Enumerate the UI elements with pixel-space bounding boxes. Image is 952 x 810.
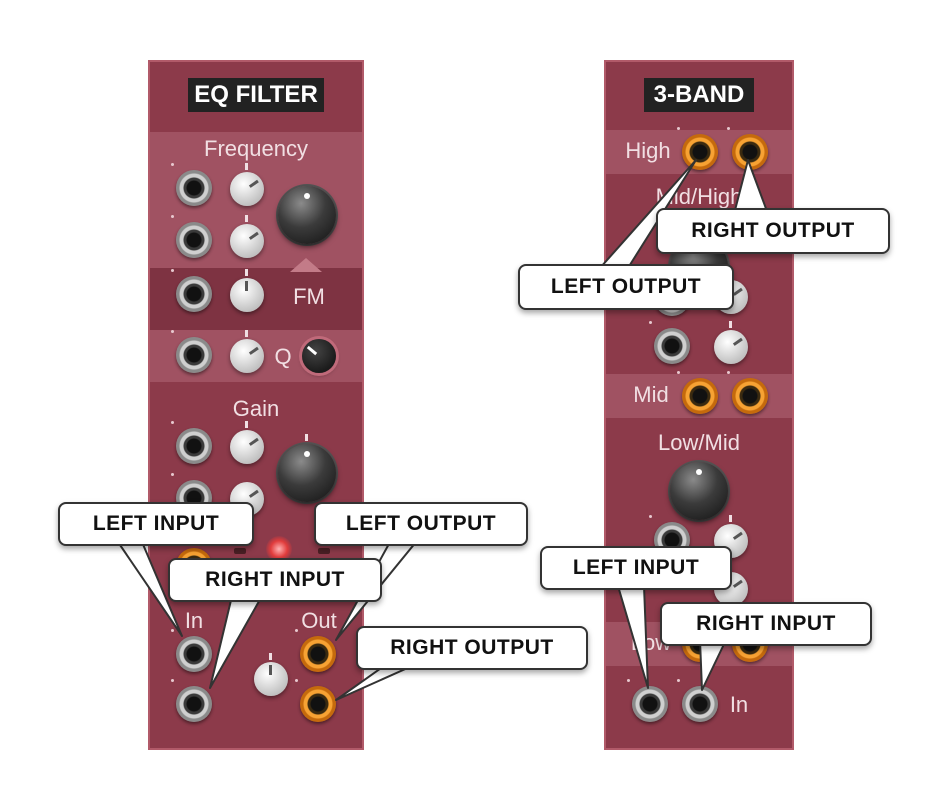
pointer-right-input-3band: [699, 639, 727, 691]
frequency-attenuator-knob-2[interactable]: [230, 224, 264, 258]
input-level-knob[interactable]: [254, 662, 288, 696]
callout-right-output-3band: RIGHT OUTPUT: [656, 208, 890, 254]
mid-left-output-jack[interactable]: [677, 371, 718, 414]
three-band-right-input-jack[interactable]: [677, 679, 718, 722]
fm-indicator-triangle: [290, 258, 322, 272]
knob-tick: [245, 330, 248, 337]
in-label: In: [184, 608, 204, 633]
low-mid-knob[interactable]: [670, 462, 728, 520]
io-section: [150, 602, 362, 642]
knob-tick: [729, 321, 732, 328]
left-output-jack[interactable]: [295, 629, 336, 672]
callout-left-input-3band: LEFT INPUT: [540, 546, 732, 590]
knob-tick: [269, 653, 272, 660]
callout-right-output-eq: RIGHT OUTPUT: [356, 626, 588, 670]
callout-right-input-3band: RIGHT INPUT: [660, 602, 872, 646]
status-led-left: [234, 548, 246, 554]
eq-filter-title: EQ FILTER: [188, 78, 324, 112]
mid-right-output-jack[interactable]: [727, 371, 768, 414]
frequency-attenuator-knob-1[interactable]: [230, 172, 264, 206]
fm-amount-knob[interactable]: [230, 278, 264, 312]
gain-knob[interactable]: [278, 444, 336, 502]
mid-label: Mid: [633, 382, 669, 407]
knob-tick: [245, 215, 248, 222]
high-left-output-jack[interactable]: [677, 127, 718, 170]
knob-tick: [245, 163, 248, 170]
pointer-right-output-eq: [335, 665, 413, 701]
knob-tick: [305, 434, 308, 441]
frequency-cv-input-jack-1[interactable]: [171, 163, 212, 206]
right-output-jack[interactable]: [295, 679, 336, 722]
mid-high-cv-jack-2[interactable]: [649, 321, 690, 364]
fm-input-jack[interactable]: [171, 269, 212, 312]
q-knob[interactable]: [302, 339, 336, 373]
pointer-right-output-3band: [733, 159, 769, 215]
callout-right-input-eq: RIGHT INPUT: [168, 558, 382, 602]
three-band-left-input-jack[interactable]: [627, 679, 668, 722]
knob-tick: [245, 269, 248, 276]
knob-tick: [245, 421, 248, 428]
status-led-right: [318, 548, 330, 554]
high-label: High: [625, 138, 671, 163]
eq-filter-module: EQ FILTER Frequency FM Q Gain In Out: [148, 60, 364, 750]
three-band-in-label: In: [729, 692, 749, 717]
callout-left-output-eq: LEFT OUTPUT: [314, 502, 528, 546]
frequency-cv-input-jack-2[interactable]: [171, 215, 212, 258]
gain-cv-input-jack-1[interactable]: [171, 421, 212, 464]
q-label: Q: [274, 344, 292, 369]
fm-label: FM: [293, 284, 325, 309]
q-attenuator-knob[interactable]: [230, 339, 264, 373]
left-input-jack[interactable]: [171, 629, 212, 672]
gain-attenuator-knob-1[interactable]: [230, 430, 264, 464]
pointer-right-input-eq: [209, 595, 263, 689]
callout-left-output-3band: LEFT OUTPUT: [518, 264, 734, 310]
frequency-label: Frequency: [204, 136, 308, 161]
gain-label: Gain: [232, 396, 280, 421]
three-band-title: 3-BAND: [644, 78, 754, 112]
q-cv-input-jack[interactable]: [171, 330, 212, 373]
pointer-left-input-3band: [617, 585, 649, 689]
knob-tick: [729, 515, 732, 522]
out-label: Out: [301, 608, 337, 633]
low-mid-label: Low/Mid: [658, 430, 740, 455]
mid-high-attenuator-knob-2[interactable]: [714, 330, 748, 364]
frequency-knob[interactable]: [278, 186, 336, 244]
status-led-center: [266, 536, 292, 562]
right-input-jack[interactable]: [171, 679, 212, 722]
callout-left-input-eq: LEFT INPUT: [58, 502, 254, 546]
